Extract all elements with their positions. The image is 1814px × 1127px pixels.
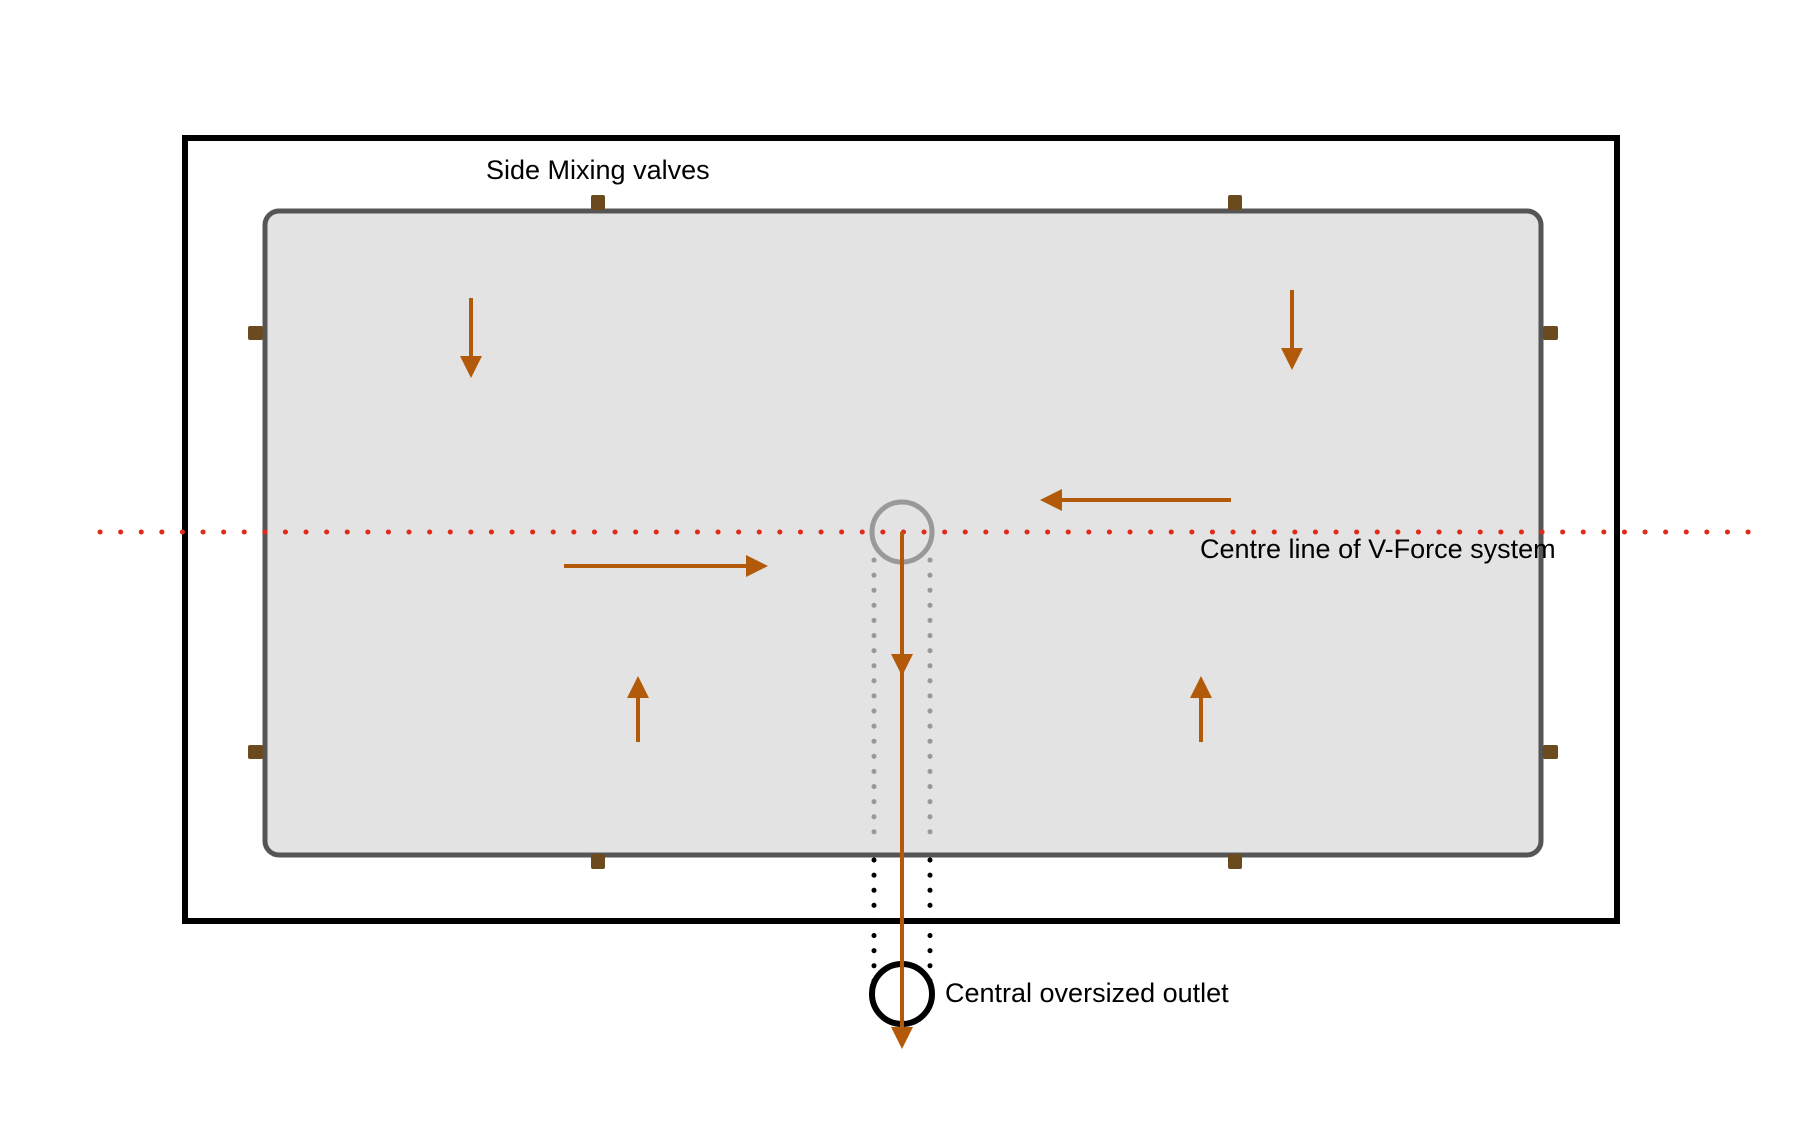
side-mixing-valves — [248, 195, 1558, 869]
central-outlet-label: Central oversized outlet — [945, 978, 1229, 1008]
centre-line-label: Centre line of V-Force system — [1200, 534, 1556, 564]
side-mixing-valves-label: Side Mixing valves — [486, 155, 710, 185]
valve-top-left — [591, 195, 605, 210]
valve-bottom-left — [591, 854, 605, 869]
valve-right-lower — [1543, 745, 1558, 759]
valve-left-lower — [248, 745, 263, 759]
valve-bottom-right — [1228, 854, 1242, 869]
valve-left-upper — [248, 326, 263, 340]
valve-right-upper — [1543, 326, 1558, 340]
drain-channel — [871, 557, 933, 988]
valve-top-right — [1228, 195, 1242, 210]
flow-arrows — [460, 290, 1303, 1049]
